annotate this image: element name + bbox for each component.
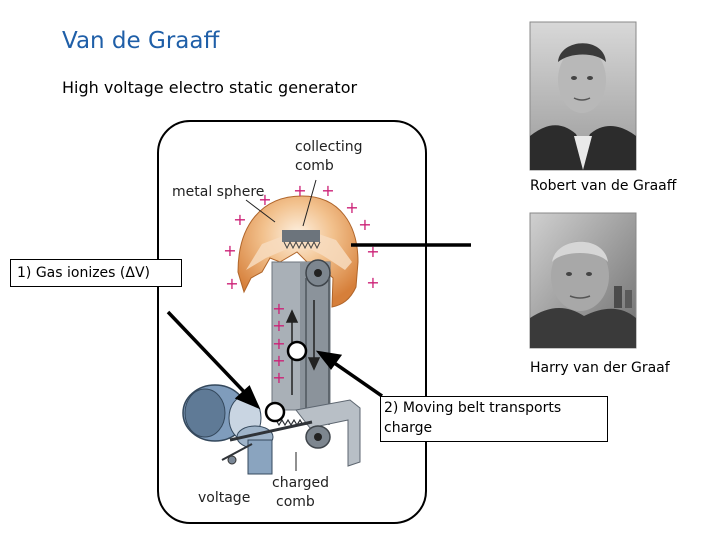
plus-sign: +: [272, 368, 285, 387]
caption-harry-van-der-graaf: Harry van der Graaf: [530, 360, 670, 376]
plus-sign: +: [345, 198, 358, 217]
plus-sign: +: [366, 273, 379, 292]
plus-sign: +: [293, 181, 306, 200]
comb-marker-circle: [266, 403, 284, 421]
photo-harry-van-der-graaf: [530, 213, 636, 348]
plus-sign: +: [233, 210, 246, 229]
lower-pulley: [306, 426, 330, 448]
collecting-comb-label-line2: comb: [295, 158, 334, 174]
callout-gas-ionizes: 1) Gas ionizes (ΔV): [10, 259, 182, 287]
photo-robert-van-de-graaff: [530, 22, 636, 170]
plus-sign: +: [223, 241, 236, 260]
charged-comb-label-line1: charged: [272, 475, 329, 491]
callout-moving-belt: 2) Moving belt transports charge: [380, 396, 608, 442]
plus-sign: +: [358, 215, 371, 234]
voltage-label: voltage: [198, 490, 250, 506]
plus-sign: +: [272, 316, 285, 335]
charged-comb-label-line2: comb: [276, 494, 315, 510]
caption-robert-van-de-graaff: Robert van de Graaff: [530, 178, 676, 194]
upper-pulley: [306, 260, 330, 286]
plus-sign: +: [321, 181, 334, 200]
collecting-comb-label-line1: collecting: [295, 139, 363, 155]
metal-sphere-label: metal sphere: [172, 184, 264, 200]
belt-marker-circle: [288, 342, 306, 360]
plus-sign: +: [225, 274, 238, 293]
